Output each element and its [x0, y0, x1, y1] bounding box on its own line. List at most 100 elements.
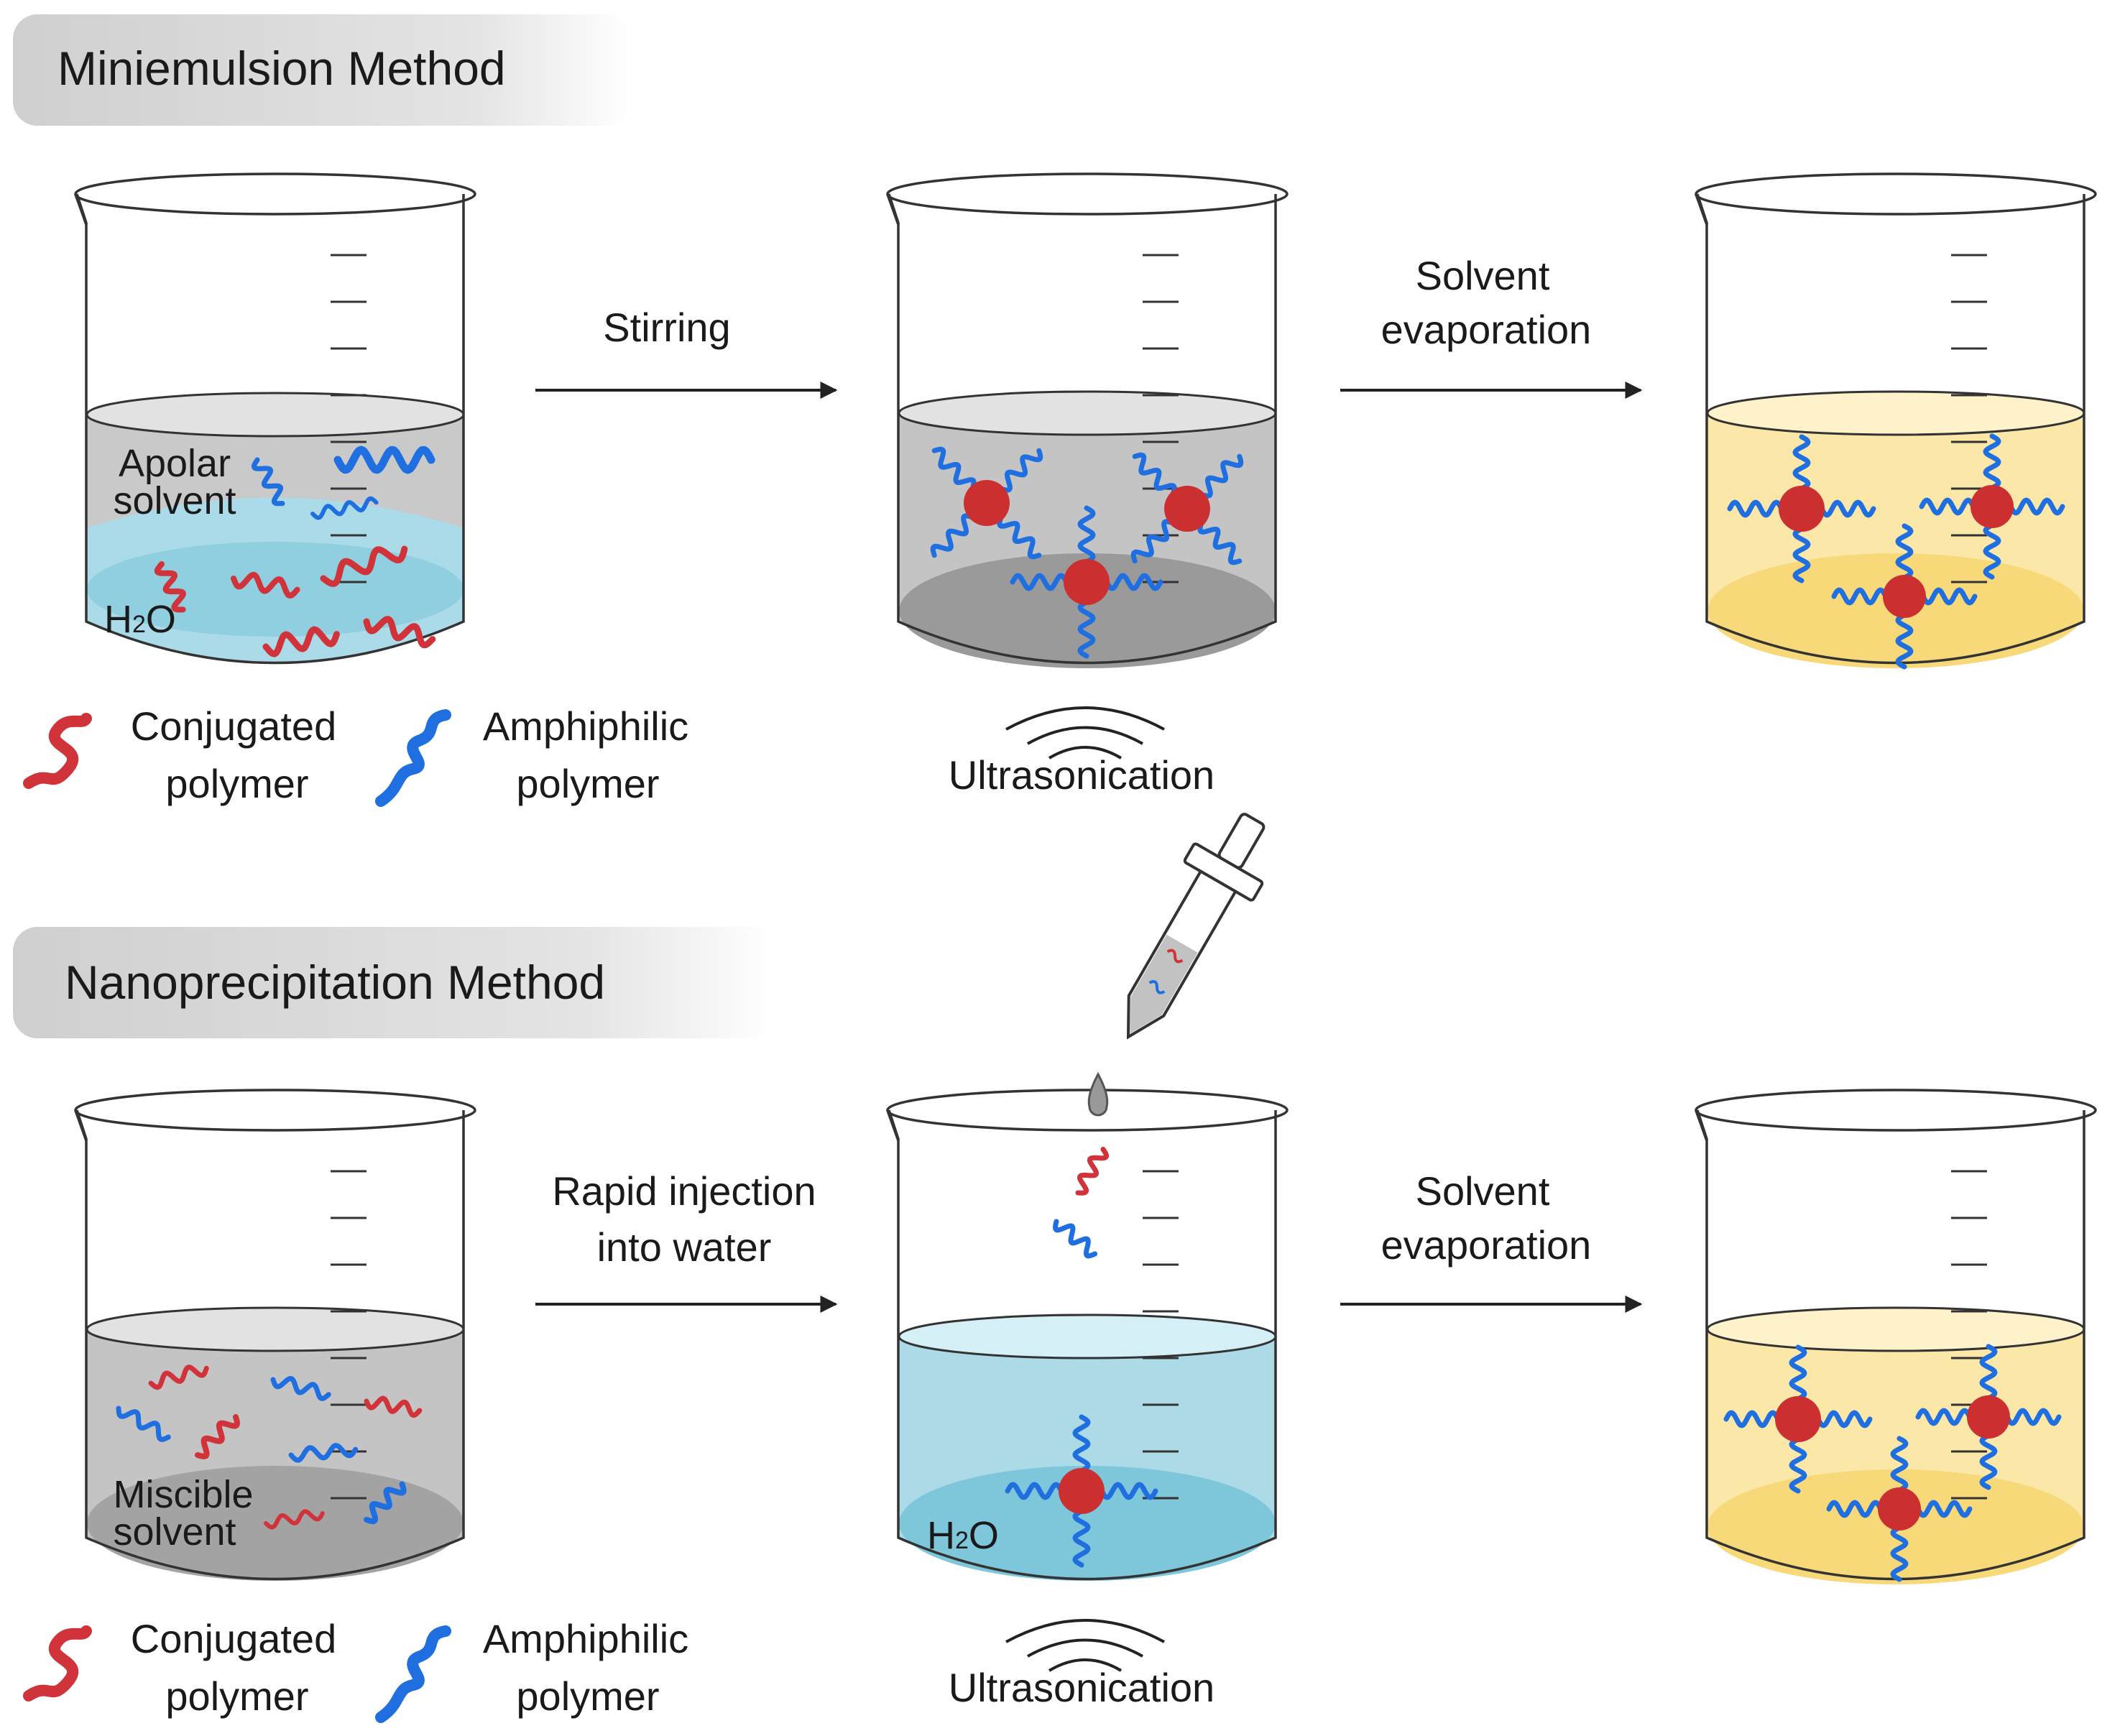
amphiphilic-chain	[1053, 1219, 1098, 1259]
svg-text:Apolar: Apolar	[119, 442, 231, 485]
conjugated-chain	[231, 571, 300, 599]
graduation-marks	[1951, 254, 1987, 583]
conjugated-chain	[154, 561, 186, 613]
amphiphilic-chain	[1895, 612, 1914, 670]
svg-text:Miscible: Miscible	[113, 1473, 253, 1516]
amphiphilic-chain	[1789, 1344, 1807, 1402]
amphiphilic-chain	[1010, 573, 1069, 591]
amphiphilic-chain	[1831, 587, 1889, 606]
sound-waves-icon	[1005, 706, 1165, 760]
amphiphilic-chain	[1727, 499, 1784, 518]
svg-text:Amphiphilic: Amphiphilic	[483, 703, 688, 749]
graduation-marks	[1143, 1170, 1179, 1500]
amphiphilic-chain	[1132, 452, 1177, 497]
beaker-outline	[1695, 1089, 2097, 1581]
nanoparticle-core	[1970, 485, 2014, 528]
amphiphilic-polymer-icon	[375, 709, 451, 807]
beaker-outline	[886, 1089, 1289, 1581]
label-water-top: H2O	[104, 598, 176, 641]
amphiphilic-chain	[333, 445, 435, 474]
amphiphilic-chain	[310, 496, 379, 520]
svg-text:solvent: solvent	[113, 1510, 236, 1553]
amphiphilic-chain	[2008, 497, 2065, 516]
svg-text:polymer: polymer	[516, 1673, 659, 1719]
amphiphilic-chain	[1979, 1433, 1998, 1490]
amphiphilic-chain	[1890, 1436, 1909, 1493]
step-label-solvent-evaporation-top: Solvent evaporation	[1381, 253, 1592, 352]
nanoparticle	[1919, 433, 2065, 580]
amphiphilic-chain	[1104, 573, 1163, 591]
amphiphilic-chain	[997, 514, 1042, 560]
beaker-apolar-water	[74, 172, 476, 665]
sound-waves-icon	[1005, 1619, 1165, 1672]
amphiphilic-chain	[1979, 1344, 1998, 1401]
nanoparticle-core	[1878, 1487, 1921, 1530]
nanoparticle	[1915, 1344, 2062, 1490]
conjugated-polymer-icon	[23, 713, 92, 789]
amphiphilic-chain	[1072, 1414, 1091, 1474]
step-label-rapid-injection: Rapid injection into water	[552, 1168, 816, 1270]
amphiphilic-chain	[1983, 433, 2001, 491]
liquid-layers	[1706, 390, 2085, 668]
amphiphilic-chain	[1199, 453, 1244, 499]
amphiphilic-chain	[1723, 1410, 1781, 1428]
conjugated-chain	[364, 1395, 423, 1418]
beaker-water-injection	[886, 1089, 1289, 1581]
nanoparticle-core	[964, 480, 1010, 526]
amphiphilic-chain	[930, 513, 975, 558]
nanoparticle	[1010, 505, 1163, 659]
amphiphilic-chain	[1919, 497, 1976, 516]
conjugated-chain	[264, 1509, 325, 1530]
legend-top: Conjugated polymer Amphiphilic polymer	[23, 703, 688, 807]
polymer-chains	[116, 445, 1110, 1530]
amphiphilic-chain	[1895, 523, 1914, 581]
svg-text:Miniemulsion Method: Miniemulsion Method	[57, 42, 506, 95]
amphiphilic-chain	[1819, 499, 1876, 518]
nanoparticle-core	[1059, 1468, 1105, 1514]
conjugated-chain	[195, 1414, 240, 1459]
amphiphilic-chain	[251, 457, 285, 507]
amphiphilic-chain	[288, 1443, 359, 1463]
conjugated-chain	[262, 626, 340, 657]
label-water-bottom: H2O	[927, 1514, 999, 1557]
header-nanoprecipitation: Nanoprecipitation Method	[13, 927, 775, 1038]
legend-bottom: Conjugated polymer Amphiphilic polymer	[23, 1616, 688, 1723]
svg-text:evaporation: evaporation	[1381, 307, 1592, 352]
nanoparticle	[1005, 1414, 1158, 1568]
amphiphilic-chain	[1099, 1482, 1158, 1500]
svg-text:Conjugated: Conjugated	[131, 1616, 336, 1661]
nanoparticle	[930, 446, 1043, 560]
droplet-icon	[1087, 1071, 1109, 1117]
svg-text:into water: into water	[597, 1224, 772, 1270]
svg-text:Solvent: Solvent	[1416, 1168, 1550, 1214]
nanoparticle-core	[1164, 486, 1210, 532]
amphiphilic-chain	[998, 448, 1043, 493]
amphiphilic-chain	[116, 1405, 171, 1442]
conjugated-polymer-icon	[23, 1625, 92, 1702]
beaker-outline	[1695, 172, 2097, 665]
amphiphilic-chain	[1826, 1500, 1884, 1518]
amphiphilic-chain	[1077, 599, 1096, 659]
graduation-marks	[331, 1170, 367, 1500]
nanoparticle-core	[1779, 486, 1825, 532]
amphiphilic-chain	[270, 1376, 331, 1401]
header-miniemulsion: Miniemulsion Method	[13, 14, 631, 126]
nanoparticles	[930, 433, 2065, 1582]
conjugated-chain	[148, 1365, 209, 1390]
conjugated-chain	[363, 616, 436, 649]
nanoparticle	[1130, 452, 1244, 565]
svg-text:Solvent: Solvent	[1416, 253, 1550, 298]
amphiphilic-chain	[1005, 1482, 1064, 1500]
amphiphilic-chain	[364, 1481, 407, 1525]
ultrasonication-label-top: Ultrasonication	[949, 752, 1214, 798]
step-label-stirring: Stirring	[603, 305, 730, 350]
label-apolar-solvent: Apolar solvent	[113, 442, 236, 522]
svg-text:Nanoprecipitation Method: Nanoprecipitation Method	[65, 956, 605, 1009]
svg-text:polymer: polymer	[516, 761, 659, 806]
svg-text:solvent: solvent	[113, 479, 236, 522]
nanoparticle	[1831, 523, 1978, 670]
nanoparticle-core	[1967, 1395, 2010, 1439]
amphiphilic-chain	[1072, 1508, 1091, 1568]
label-miscible-solvent: Miscible solvent	[113, 1473, 253, 1553]
